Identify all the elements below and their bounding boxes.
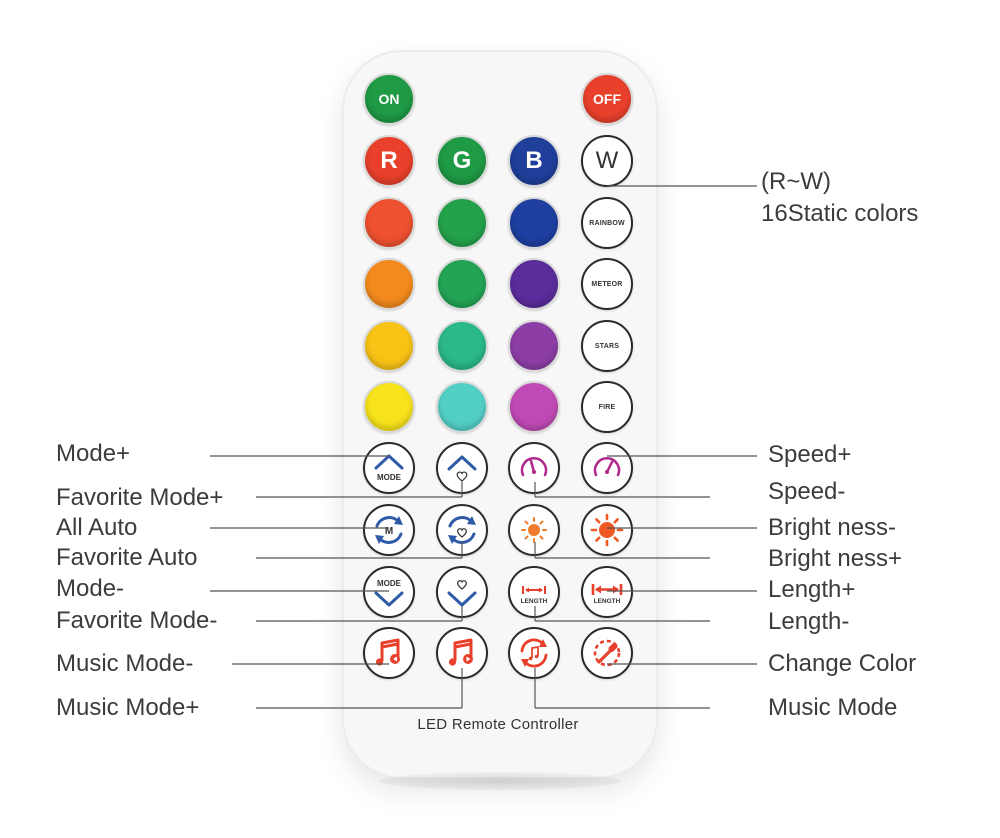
off-button[interactable]: OFF xyxy=(581,73,633,125)
label-mode-plus: Mode+ xyxy=(56,440,131,467)
music-note-plus-icon xyxy=(448,638,473,666)
label-music-mode: Music Mode xyxy=(768,694,898,721)
label-favorite-mode-plus: Favorite Mode+ xyxy=(56,484,224,511)
mode-up-text: MODE xyxy=(377,473,402,482)
remote-footer-text: LED Remote Controller xyxy=(417,716,579,733)
fire-label: FIRE xyxy=(598,403,616,411)
length-large-text: LENGTH xyxy=(594,598,621,605)
music-cycle-icon xyxy=(520,638,548,668)
color-button-green-1[interactable] xyxy=(436,197,488,249)
label-length-plus: Length+ xyxy=(768,576,856,603)
meteor-button[interactable]: METEOR xyxy=(581,258,633,310)
color-button-cyan[interactable] xyxy=(436,381,488,433)
speedometer-slow-icon xyxy=(520,457,548,477)
label-music-mode-minus: Music Mode- xyxy=(56,650,194,677)
red-letter: R xyxy=(380,147,398,174)
off-label: OFF xyxy=(593,91,621,107)
length-plus-button[interactable]: LENGTH xyxy=(581,566,633,618)
color-button-indigo[interactable] xyxy=(508,258,560,310)
length-large-icon: LENGTH xyxy=(591,584,623,605)
color-button-purple[interactable] xyxy=(508,320,560,372)
color-button-green-2[interactable] xyxy=(436,258,488,310)
mode-down-text: MODE xyxy=(377,579,402,588)
color-button-orange[interactable] xyxy=(363,258,415,310)
color-button-blue-1[interactable] xyxy=(508,197,560,249)
on-label: ON xyxy=(378,91,400,107)
music-mode-button[interactable] xyxy=(508,627,560,679)
speed-minus-button[interactable] xyxy=(508,442,560,494)
length-small-icon: LENGTH xyxy=(521,586,548,605)
green-letter: G xyxy=(452,147,472,174)
label-brightness-minus: Bright ness- xyxy=(768,514,897,541)
rainbow-label: RAINBOW xyxy=(589,219,625,227)
stars-label: STARS xyxy=(594,342,620,350)
label-brightness-plus: Bright ness+ xyxy=(768,545,903,572)
label-length-minus: Length- xyxy=(768,608,850,635)
fire-button[interactable]: FIRE xyxy=(581,381,633,433)
music-mode-minus-button[interactable] xyxy=(363,627,415,679)
label-mode-minus: Mode- xyxy=(56,575,125,602)
brightness-plus-button[interactable] xyxy=(581,504,633,556)
red-button[interactable]: R xyxy=(363,135,415,187)
label-favorite-mode-minus: Favorite Mode- xyxy=(56,607,218,634)
blue-letter: B xyxy=(525,147,543,174)
rainbow-button[interactable]: RAINBOW xyxy=(581,197,633,249)
color-button-teal-green[interactable] xyxy=(436,320,488,372)
color-button-amber[interactable] xyxy=(363,320,415,372)
length-minus-button[interactable]: LENGTH xyxy=(508,566,560,618)
stars-button[interactable]: STARS xyxy=(581,320,633,372)
color-button-red-orange[interactable] xyxy=(363,197,415,249)
favorite-down-icon xyxy=(447,580,477,607)
sun-large-icon xyxy=(590,513,624,547)
speed-plus-button[interactable] xyxy=(581,442,633,494)
label-speed-plus: Speed+ xyxy=(768,441,852,468)
change-color-button[interactable] xyxy=(581,627,633,679)
auto-m-text: M xyxy=(385,526,393,537)
label-favorite-auto: Favorite Auto xyxy=(56,544,198,571)
mode-plus-button[interactable]: MODE xyxy=(363,442,415,494)
color-button-yellow[interactable] xyxy=(363,381,415,433)
mode-down-icon: MODE xyxy=(374,579,404,607)
brightness-minus-button[interactable] xyxy=(508,504,560,556)
favorite-up-icon xyxy=(447,455,477,482)
blue-button[interactable]: B xyxy=(508,135,560,187)
white-button[interactable]: W xyxy=(581,135,633,187)
on-button[interactable]: ON xyxy=(363,73,415,125)
label-rw: (R~W) xyxy=(761,168,831,195)
length-small-text: LENGTH xyxy=(521,598,548,605)
green-button[interactable]: G xyxy=(436,135,488,187)
meteor-label: METEOR xyxy=(591,280,623,288)
all-auto-button[interactable]: M xyxy=(363,504,415,556)
mode-minus-button[interactable]: MODE xyxy=(363,566,415,618)
sun-small-icon xyxy=(521,517,547,543)
label-all-auto: All Auto xyxy=(56,514,138,541)
label-change-color: Change Color xyxy=(768,650,917,677)
auto-cycle-icon: M xyxy=(375,516,403,544)
favorite-mode-plus-button[interactable] xyxy=(436,442,488,494)
white-letter: W xyxy=(595,147,619,174)
label-static-colors: 16Static colors xyxy=(761,200,919,227)
speedometer-fast-icon xyxy=(593,457,621,477)
label-speed-minus: Speed- xyxy=(768,478,846,505)
favorite-cycle-icon xyxy=(448,516,476,544)
label-music-mode-plus: Music Mode+ xyxy=(56,694,200,721)
color-button-magenta[interactable] xyxy=(508,381,560,433)
eyedropper-icon xyxy=(593,639,621,667)
remote-shadow xyxy=(380,772,620,790)
